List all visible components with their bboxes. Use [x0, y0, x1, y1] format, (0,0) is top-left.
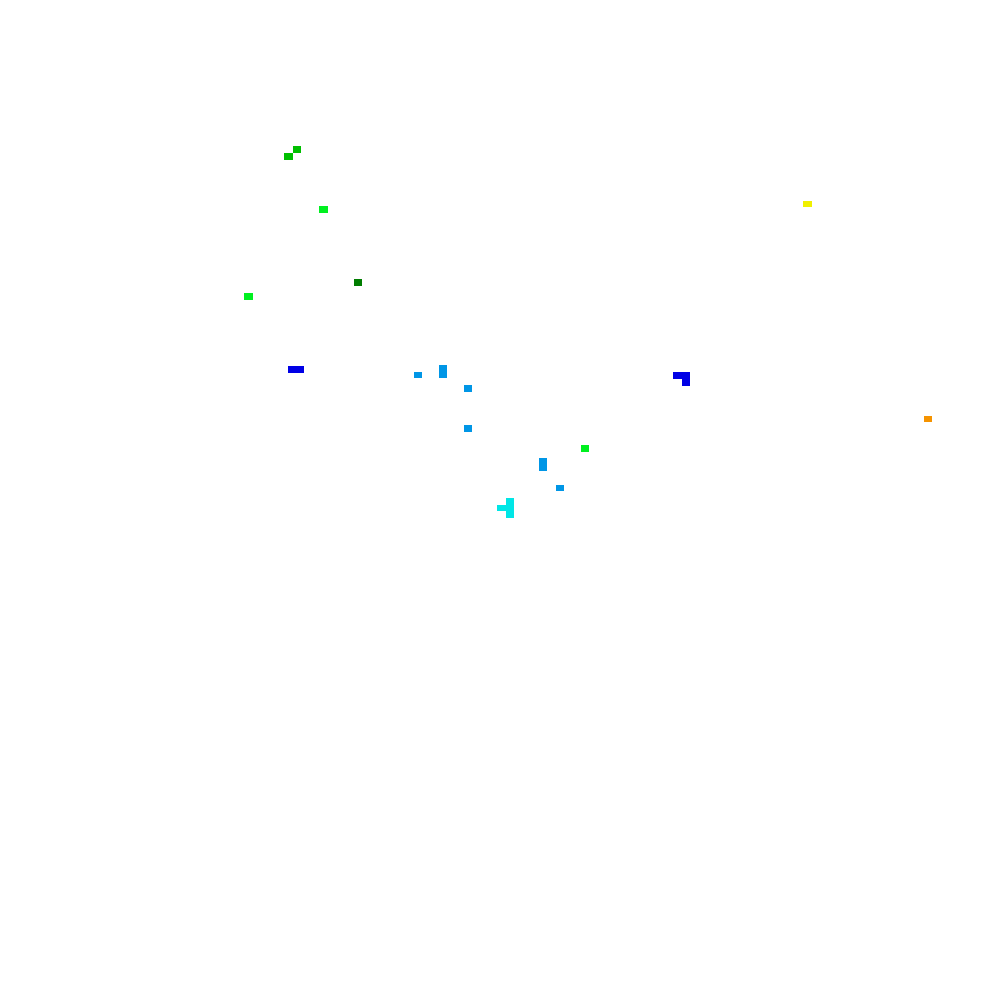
blue-blob-2-segment: [673, 372, 690, 379]
light-blue-blob-6-segment: [556, 485, 564, 491]
dark-green-blob-segment: [354, 279, 362, 286]
cyan-blob-segment: [506, 498, 514, 518]
bright-green-blob-3-segment: [581, 445, 589, 452]
light-blue-blob-4-segment: [464, 425, 472, 432]
green-blob-1-segment: [284, 153, 293, 160]
light-blue-blob-2-segment: [439, 365, 447, 378]
green-blob-2-segment: [293, 146, 301, 153]
cyan-blob-segment: [497, 505, 506, 511]
blue-blob-1-segment: [288, 366, 304, 373]
light-blue-blob-1-segment: [414, 372, 422, 378]
blue-blob-2-segment: [682, 379, 690, 386]
light-blue-blob-3-segment: [464, 385, 472, 392]
yellow-blob-segment: [803, 201, 812, 207]
bright-green-blob-1-segment: [319, 206, 328, 213]
orange-blob-segment: [924, 416, 932, 422]
light-blue-blob-5-segment: [539, 458, 547, 471]
bright-green-blob-2-segment: [244, 293, 253, 300]
